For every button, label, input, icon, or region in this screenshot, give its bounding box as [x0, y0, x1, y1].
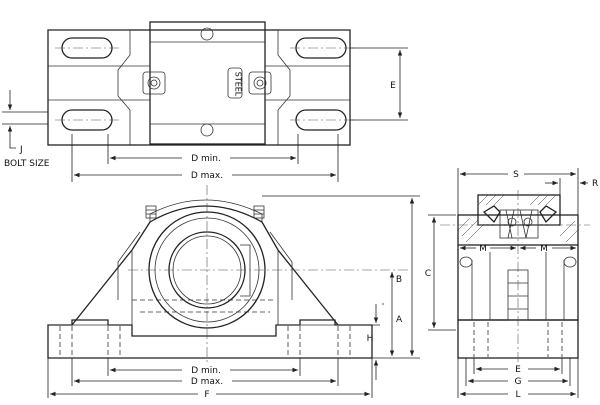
front-view-housing — [71, 205, 339, 326]
top-view-base-outline — [47, 29, 351, 146]
bolt-size-label: BOLT SIZE — [4, 159, 50, 169]
side-view: S R C M M E G L — [425, 168, 598, 400]
dim-m-left-label: M — [479, 244, 487, 254]
front-view-base — [47, 319, 373, 359]
dim-f-label: F — [204, 390, 209, 400]
front-view: B A H D min. D max. F — [47, 185, 420, 400]
top-view-cap — [149, 21, 266, 145]
dim-h-label: H — [367, 334, 374, 344]
dim-g-label: G — [515, 377, 522, 387]
dim-s-label: S — [513, 170, 519, 180]
front-d-max-label: D max. — [191, 377, 223, 387]
bearing-seal-icon — [482, 205, 558, 239]
dim-c-label: C — [425, 269, 431, 279]
grease-fitting-icon — [142, 71, 272, 95]
side-dim-e-label: E — [515, 365, 521, 375]
cap-bolt-icon — [145, 205, 265, 219]
dim-r-label: R — [592, 179, 598, 189]
dim-m-right-label: M — [540, 244, 548, 254]
dim-l-label: L — [515, 390, 520, 400]
top-view-bolt-slots — [55, 37, 355, 131]
steel-stamp: STEEL — [234, 72, 243, 97]
dim-b-label: B — [396, 275, 402, 285]
side-view-hatching — [457, 194, 579, 243]
top-view: STEEL E J BOLT SIZE D min. D max. — [2, 21, 408, 182]
front-d-min-label: D min. — [191, 366, 221, 376]
dim-a-label: A — [396, 315, 403, 325]
top-d-max-label: D max. — [191, 171, 223, 181]
dim-e-label: E — [390, 81, 396, 91]
dim-j-label: J — [19, 145, 23, 155]
top-d-min-label: D min. — [191, 154, 221, 164]
